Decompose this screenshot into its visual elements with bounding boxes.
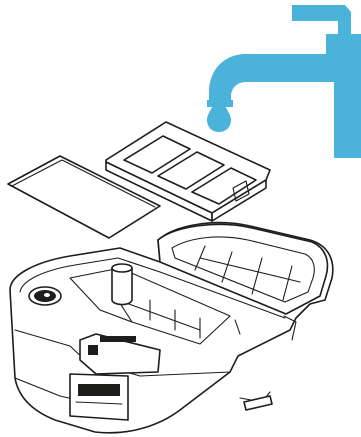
tank-drawer	[70, 374, 128, 420]
faucet-handle	[292, 5, 351, 34]
water-tank-icon	[10, 223, 333, 433]
water-faucet-icon	[203, 5, 361, 158]
faucet-handle-base	[326, 34, 361, 56]
faucet-column	[334, 54, 361, 158]
faucet-spout	[209, 54, 337, 103]
